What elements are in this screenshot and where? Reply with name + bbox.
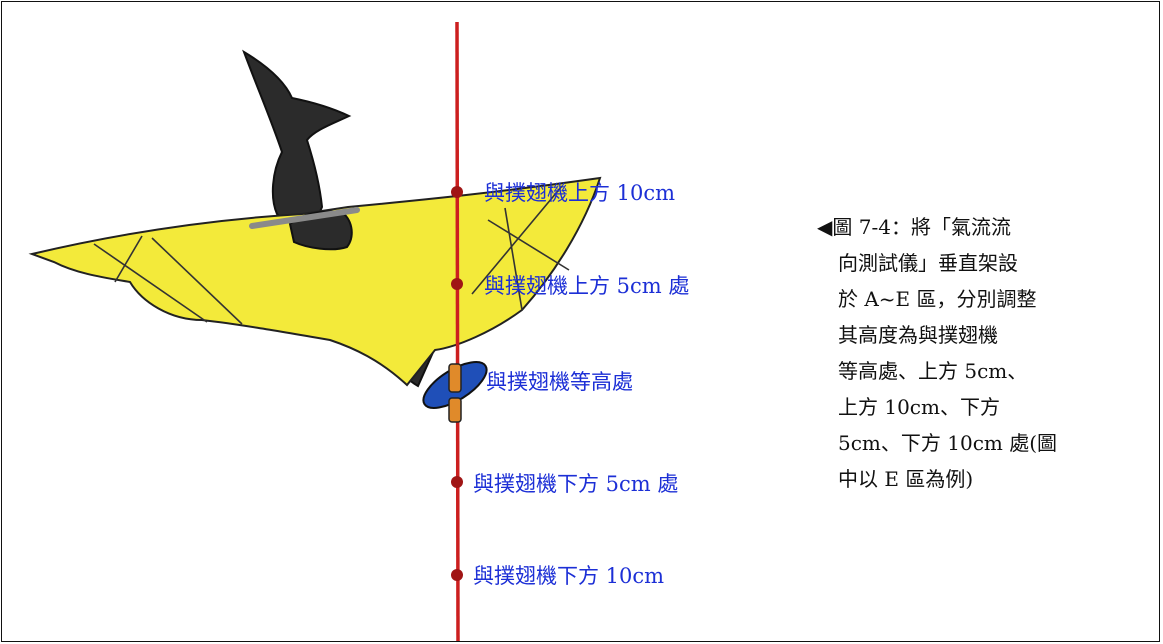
caption-line: 等高處、上方 5cm、 (838, 359, 1028, 383)
label-above-5cm: 與撲翅機上方 5cm 處 (484, 274, 690, 298)
bird-body (288, 210, 353, 251)
caption-line: 中以 E 區為例) (838, 467, 974, 491)
red-pole (455, 21, 460, 641)
marker-below-10 (451, 569, 463, 581)
label-above-10cm: 與撲翅機上方 10cm (484, 181, 676, 205)
wing-struts (93, 185, 570, 325)
grey-rod (249, 207, 360, 229)
figure-caption: ◀圖 7-4：將「氣流流 向測試儀」垂直架設 於 A~E 區，分別調整 其高度為… (817, 209, 1137, 497)
caption-line: 於 A~E 區，分別調整 (838, 287, 1037, 311)
marker-above-5 (451, 278, 463, 290)
caption-line: 上方 10cm、下方 (838, 395, 1000, 419)
marker-above-10 (451, 186, 463, 198)
marker-below-5 (451, 476, 463, 488)
caption-line: ◀圖 7-4：將「氣流流 (817, 215, 1011, 239)
vane-sleeve-bottom (448, 397, 462, 423)
caption-line: 其高度為與撲翅機 (838, 323, 998, 347)
label-below-10cm: 與撲翅機下方 10cm (473, 564, 665, 588)
caption-line: 5cm、下方 10cm 處(圖 (838, 431, 1058, 455)
vane-sleeve-top (448, 363, 462, 393)
label-level: 與撲翅機等高處 (486, 370, 633, 394)
label-below-5cm: 與撲翅機下方 5cm 處 (473, 472, 679, 496)
bird-head (242, 49, 352, 244)
caption-line: 向測試儀」垂直架設 (838, 251, 1018, 275)
